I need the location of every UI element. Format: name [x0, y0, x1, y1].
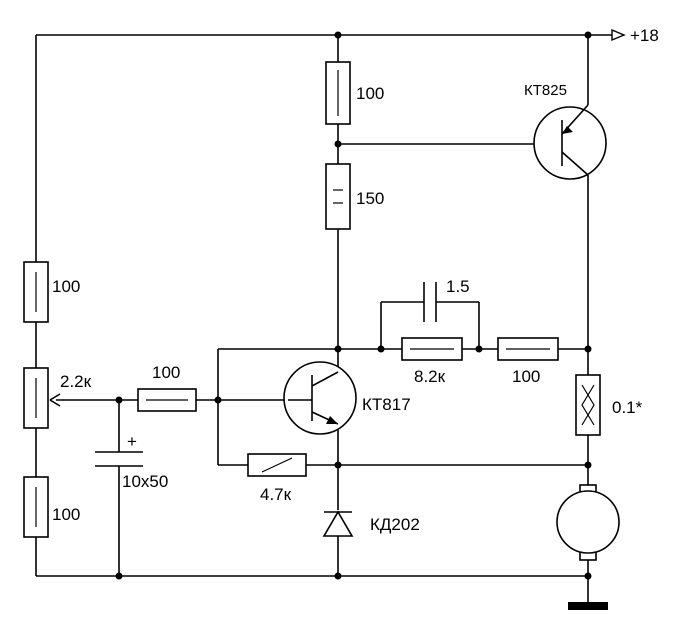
- label-r-mid: 150: [356, 189, 384, 208]
- resistor-r-mid: [325, 163, 351, 230]
- labels: +18 100 150 КТ825 КТ817 100 2.2к 100 100…: [52, 26, 659, 534]
- diode-kd202: [322, 510, 354, 537]
- label-kt825: КТ825: [524, 82, 567, 99]
- resistor-divider-top: [23, 261, 49, 323]
- resistor-series: [497, 337, 559, 361]
- label-divider-bottom: 100: [52, 505, 80, 524]
- label-r-feedback: 8.2к: [414, 367, 446, 386]
- label-cap-input: 10х50: [122, 472, 168, 491]
- motor: [556, 484, 620, 561]
- resistor-base: [137, 388, 197, 412]
- label-divider-top: 100: [52, 277, 80, 296]
- supply-label: +18: [630, 26, 659, 45]
- transistor-kt825: [533, 104, 607, 180]
- label-r-base: 100: [152, 363, 180, 382]
- resistor-feedback: [401, 337, 463, 361]
- label-r-top: 100: [356, 84, 384, 103]
- resistor-r-top: [325, 61, 351, 125]
- resistor-divider-bottom: [23, 476, 49, 538]
- label-kt817: КТ817: [362, 395, 411, 414]
- label-r-series: 100: [512, 367, 540, 386]
- label-r-sense: 0.1*: [612, 398, 643, 417]
- potentiometer: [23, 367, 61, 429]
- supply-arrow: [611, 28, 626, 42]
- capacitor-input: [95, 451, 143, 467]
- label-pot: 2.2к: [60, 372, 92, 391]
- junction-dots: [115, 31, 592, 580]
- label-cap-feedback: 1.5: [446, 277, 470, 296]
- ground-symbol: [568, 602, 608, 610]
- resistor-sense: [575, 374, 601, 436]
- transistor-kt817: [283, 361, 357, 435]
- capacitor-feedback: [423, 282, 437, 322]
- label-r-emitter: 4.7к: [260, 485, 292, 504]
- label-cap-polarity: +: [127, 432, 137, 451]
- label-diode: КД202: [370, 515, 420, 534]
- resistor-emitter: [247, 453, 307, 477]
